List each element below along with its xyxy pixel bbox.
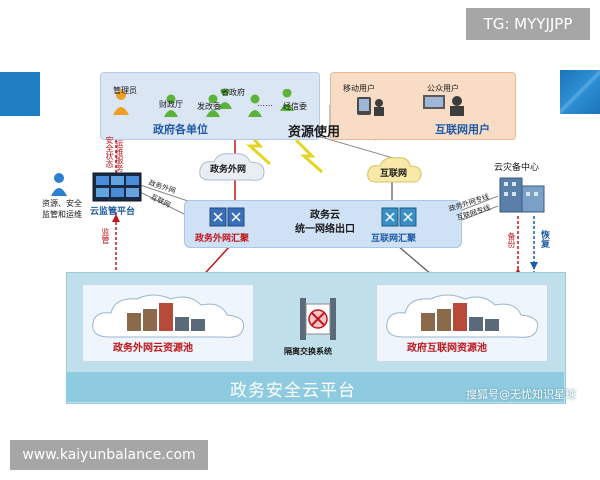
gov-extranet-cloud-label: 政务外网 xyxy=(210,165,247,175)
recovery-label: 恢复 xyxy=(539,230,549,248)
public-user-label: 公众用户 xyxy=(427,84,459,93)
gov-resource-pool-box: 政务外网云资源池 xyxy=(82,284,254,362)
gov-resource-pool-label: 政务外网云资源池 xyxy=(113,343,193,354)
gov-people-icons xyxy=(113,89,294,117)
gov-development-label: 发改委 xyxy=(197,102,221,111)
platform-title: 政务安全云平台 xyxy=(230,381,356,401)
net-aggregation-switch-icon xyxy=(381,207,417,227)
watermark-source: 搜狐号@无忧知识星球 xyxy=(466,388,576,401)
decor-stripe-right xyxy=(560,70,600,114)
gov-resource-pool-cloud-icon xyxy=(92,294,245,338)
internet-users-title: 互联网用户 xyxy=(435,123,490,136)
gov-units-panel: 管理员 财政厅 省政府 发改委 …… 经信委 政府各单位 xyxy=(100,72,320,140)
gov-units-title: 政府各单位 xyxy=(153,123,208,136)
net-resource-pool-label: 政府互联网资源池 xyxy=(407,343,487,354)
mobile-user-icon xyxy=(357,97,384,116)
internet-users-panel: 移动用户 公众用户 互联网用户 xyxy=(330,72,516,140)
security-cloud-platform-base xyxy=(66,372,564,402)
gov-ellipsis-label: …… xyxy=(257,99,273,108)
watermark-tag-top: TG: MYYJJPP xyxy=(466,8,590,40)
net-resource-pool-cloud-icon xyxy=(386,294,539,338)
gov-admin-label: 管理员 xyxy=(113,86,137,95)
decor-stripe-left xyxy=(0,72,40,116)
security-status-label: 安全状态 xyxy=(105,136,114,168)
supervisor-person-icon xyxy=(51,173,67,196)
net-resource-pool-box: 政府互联网资源池 xyxy=(376,284,548,362)
gov-provincial-label: 省政府 xyxy=(221,88,245,97)
disaster-center-title: 云灾备中心 xyxy=(494,163,540,173)
supervision-label: 监管 xyxy=(101,228,110,244)
unified-egress-title: 政务云 统一网络出口 xyxy=(295,210,355,235)
net-aggregation-label: 互联网汇聚 xyxy=(371,234,417,244)
gov-extranet-cloud-icon xyxy=(199,153,265,181)
disaster-center-building-icon xyxy=(499,177,545,213)
gov-finance-label: 财政厅 xyxy=(159,100,183,109)
public-user-icon xyxy=(423,95,464,116)
internet-cloud-label: 互联网 xyxy=(380,169,408,179)
resource-use-label: 资源使用 xyxy=(288,125,341,140)
mobile-user-label: 移动用户 xyxy=(343,84,375,93)
isolation-exchange-label: 隔离交换系统 xyxy=(284,347,332,356)
internet-cloud-icon xyxy=(367,157,422,183)
isolation-exchange-icon xyxy=(300,298,336,340)
monitoring-screen-icon xyxy=(92,172,142,202)
gov-aggregation-switch-icon xyxy=(209,207,245,227)
gov-economic-label: 经信委 xyxy=(283,102,307,111)
cloud-monitor-platform-label: 云监管平台 xyxy=(90,207,136,217)
ops-service-label: 运维服务 xyxy=(115,140,124,172)
backup-label: 备份 xyxy=(507,232,516,248)
isolation-exchange-system xyxy=(286,294,350,344)
unified-egress-bar: 政务外网汇聚 政务云 统一网络出口 互联网汇聚 xyxy=(184,200,462,248)
supervision-role-label: 资源、安全 监管和运维 xyxy=(42,199,82,219)
watermark-tag-bottom: www.kaiyunbalance.com xyxy=(10,440,208,470)
gov-aggregation-label: 政务外网汇聚 xyxy=(195,234,250,244)
